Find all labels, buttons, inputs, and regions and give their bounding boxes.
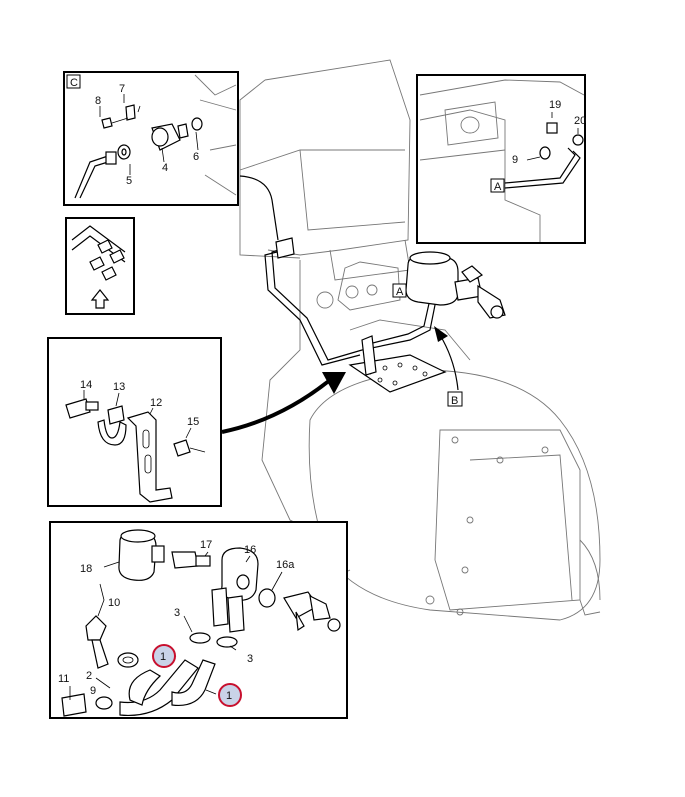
view-marker-b: B	[451, 395, 458, 407]
callout-9: 9	[90, 685, 96, 697]
callout-9-a: 9	[512, 154, 518, 166]
arrow-b	[434, 326, 459, 391]
callout-6: 6	[193, 151, 199, 163]
inset-c: C 7 8 5 4 6	[63, 71, 239, 206]
callout-1-lower-text: 1	[226, 690, 232, 702]
highlight-callout-1-upper[interactable]: 1	[152, 644, 176, 668]
inset-a: A 19 20 9	[416, 74, 586, 244]
callout-18: 18	[80, 563, 92, 575]
callout-15: 15	[187, 416, 199, 428]
callout-16a: 16a	[276, 559, 295, 571]
view-marker-a: A	[396, 286, 404, 298]
callout-3-left: 3	[174, 607, 180, 619]
callout-5: 5	[126, 175, 132, 187]
fuel-pipe-main	[239, 175, 439, 366]
callout-14: 14	[80, 379, 92, 391]
callout-2: 2	[86, 670, 92, 682]
callout-20: 20	[574, 115, 586, 127]
callout-7: 7	[119, 83, 125, 95]
callout-17: 17	[200, 539, 212, 551]
pointer-arrow	[221, 372, 346, 434]
callout-13: 13	[113, 381, 125, 393]
callout-11: 11	[58, 673, 69, 685]
callout-12: 12	[150, 397, 162, 409]
callout-1-upper-text: 1	[160, 651, 166, 663]
direction-symbol	[65, 217, 135, 315]
callout-3-right: 3	[247, 653, 253, 665]
mounting-plate	[348, 335, 447, 393]
callout-4: 4	[162, 162, 168, 174]
inset-c-label: C	[70, 77, 78, 89]
inset-bracket: 14 13 12 15	[47, 337, 222, 507]
filter-assembly	[405, 251, 506, 319]
highlight-callout-1-lower[interactable]: 1	[218, 683, 242, 707]
callout-8: 8	[95, 95, 101, 107]
callout-16: 16	[244, 544, 256, 556]
callout-10: 10	[108, 597, 120, 609]
inset-a-label: A	[494, 181, 502, 193]
inset-hoses: 18 10 17 16 16a 3 3 2 11 9	[49, 521, 348, 719]
gearbox-outline	[308, 369, 601, 621]
callout-19: 19	[549, 99, 561, 111]
